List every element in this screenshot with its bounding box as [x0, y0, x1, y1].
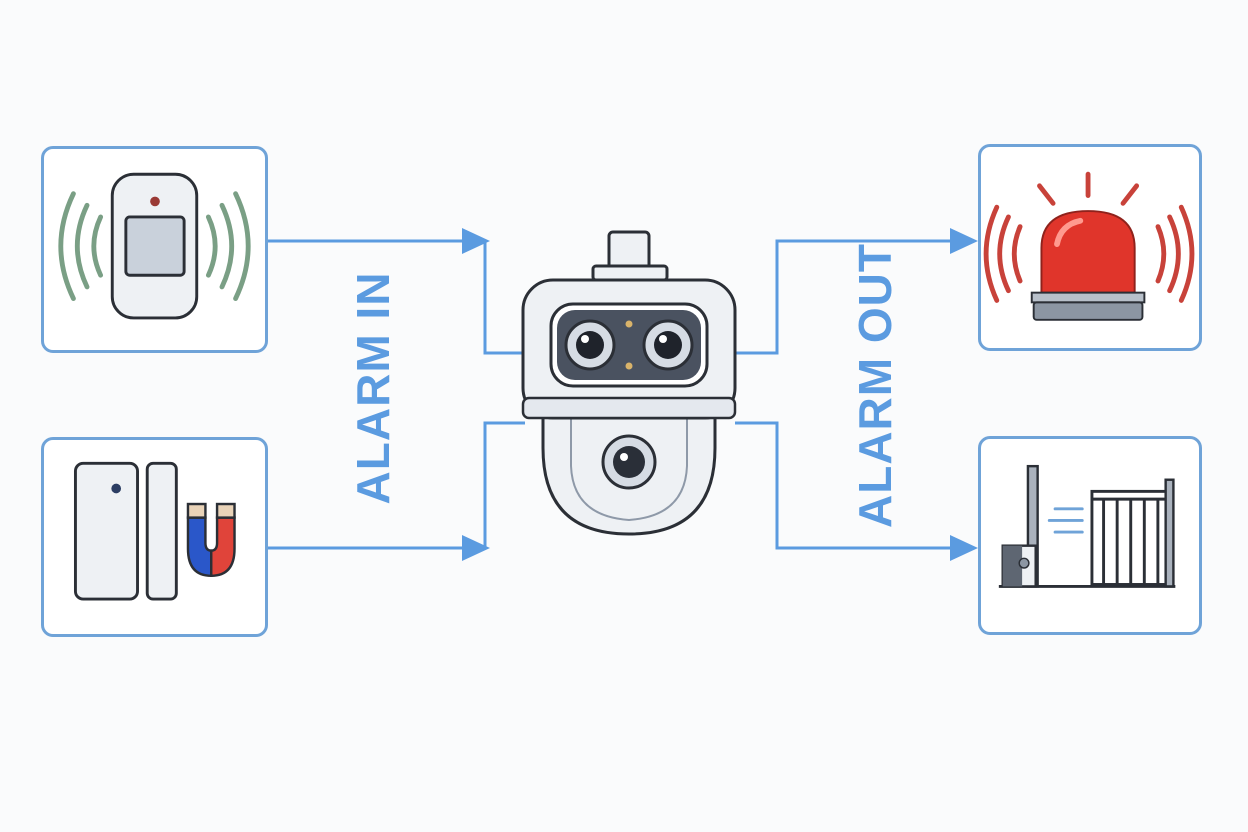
motion-sensor-icon: [58, 172, 251, 320]
gate-box: [978, 436, 1202, 635]
alarm-out-label: ALARM OUT: [849, 243, 901, 528]
arrowhead-in-bottom: [462, 535, 490, 561]
motion-sensor-box: [41, 146, 268, 353]
dual-lens-camera-icon: [521, 230, 737, 536]
connector-motion-to-camera: [268, 239, 525, 355]
connector-camera-to-siren: [735, 239, 965, 355]
arrowhead-out-bottom: [950, 535, 978, 561]
sliding-gate-opener-icon: [998, 464, 1176, 588]
alarm-in-label: ALARM IN: [347, 271, 399, 505]
magnet-icon: [186, 502, 236, 578]
door-contact-sensor-icon: [73, 461, 236, 601]
connector-door-to-camera: [268, 421, 525, 550]
arrowhead-out-top: [950, 228, 978, 254]
arrowhead-in-top: [462, 228, 490, 254]
siren-box: [978, 144, 1202, 351]
alarm-siren-icon: [983, 171, 1195, 321]
door-sensor-box: [41, 437, 268, 637]
connector-camera-to-gate: [735, 421, 965, 550]
